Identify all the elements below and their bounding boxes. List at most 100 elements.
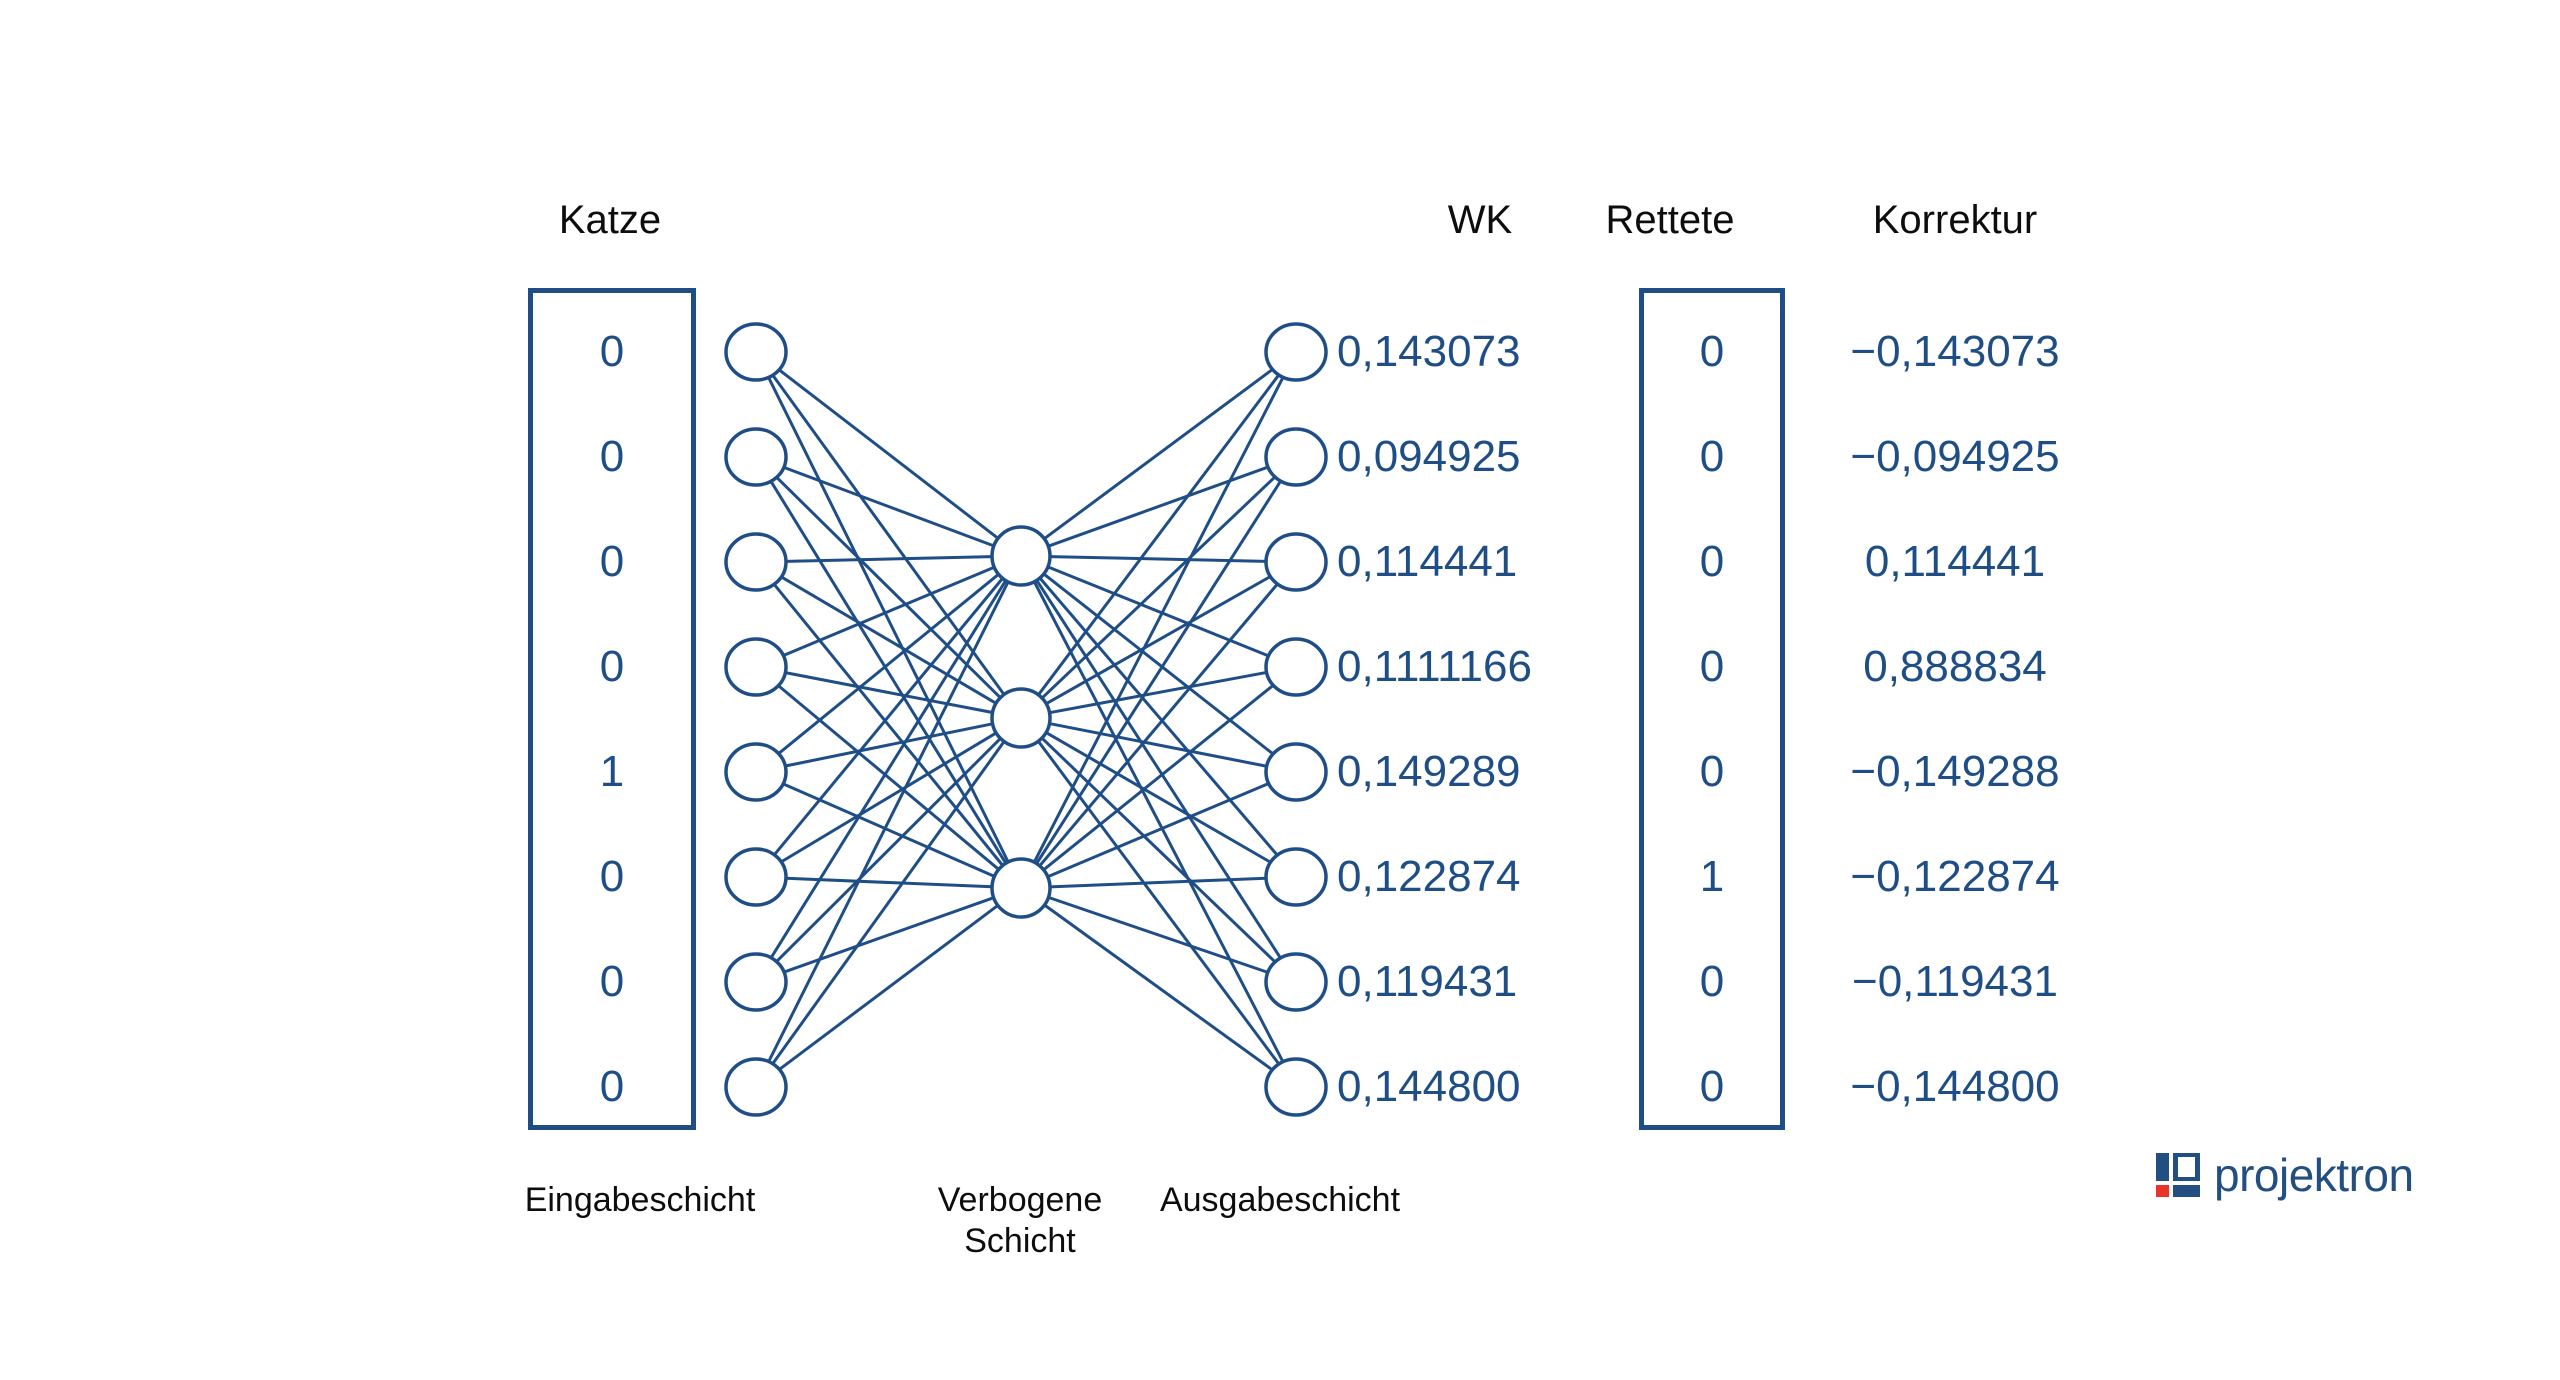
column-header-korrektur: Korrektur xyxy=(1872,198,2038,242)
output-node-6 xyxy=(1264,847,1328,907)
node-group xyxy=(724,322,1328,1117)
layer-caption-hidden: Verbogene Schicht xyxy=(937,1181,1103,1261)
connection-edge xyxy=(783,896,995,974)
connection-edge xyxy=(1035,579,1282,959)
connection-edge xyxy=(1042,572,1274,756)
korrektur-value-6: −0,122874 xyxy=(1850,852,2060,901)
input-value-5: 1 xyxy=(599,747,625,796)
wk-value-2: 0,094925 xyxy=(1337,432,1521,481)
connection-edge xyxy=(780,731,997,864)
rettete-values-box xyxy=(1639,288,1785,1130)
output-node-3 xyxy=(1264,532,1328,592)
hidden-node-1 xyxy=(990,525,1052,587)
projektron-logo-mark-icon xyxy=(2156,1153,2200,1197)
connection-edge xyxy=(785,555,993,563)
input-node-4 xyxy=(724,637,788,697)
logo-square-inner xyxy=(2178,1157,2195,1177)
input-node-7 xyxy=(724,952,788,1012)
korrektur-value-column: −0,143073 −0,094925 0,114441 0,888834 −0,149… xyxy=(1815,288,2095,1130)
input-value-8: 0 xyxy=(599,1062,625,1111)
korrektur-value-2: −0,094925 xyxy=(1850,432,2060,481)
connection-edge xyxy=(785,671,993,714)
korrektur-value-8: −0,144800 xyxy=(1850,1062,2060,1111)
connection-edge xyxy=(1049,670,1267,715)
wk-value-1: 0,143073 xyxy=(1337,327,1521,376)
input-value-7: 0 xyxy=(599,957,625,1006)
korrektur-value-3: 0,114441 xyxy=(1864,537,2046,586)
wk-value-4: 0,1111166 xyxy=(1337,642,1532,691)
rettete-value-3: 0 xyxy=(1699,537,1725,586)
wk-value-6: 0,122874 xyxy=(1337,852,1521,901)
hidden-node-3 xyxy=(990,857,1052,919)
connection-edge xyxy=(1037,374,1280,696)
logo-bar-left-icon xyxy=(2156,1153,2169,1181)
connection-edge xyxy=(777,684,1000,871)
connection-edge xyxy=(775,476,1002,699)
connection-edge xyxy=(1045,575,1272,705)
output-node-7 xyxy=(1264,952,1328,1012)
input-node-8 xyxy=(724,1057,788,1117)
connection-edge xyxy=(1038,577,1279,857)
korrektur-value-5: −0,149288 xyxy=(1850,747,2060,796)
connection-edge xyxy=(1047,565,1270,658)
rettete-value-4: 0 xyxy=(1699,642,1725,691)
logo-bar-bottom-icon xyxy=(2173,1185,2200,1197)
connection-edge xyxy=(769,480,1008,865)
connection-edge xyxy=(773,577,1004,856)
column-header-rettete: Rettete xyxy=(1605,198,1735,242)
connection-edge xyxy=(1042,684,1275,872)
input-value-6: 0 xyxy=(599,852,625,901)
output-node-2 xyxy=(1264,427,1328,487)
korrektur-value-4: 0,888834 xyxy=(1863,642,2047,691)
connection-edge xyxy=(1049,555,1267,563)
connection-edge xyxy=(1038,583,1279,867)
connection-edge xyxy=(782,782,996,878)
connection-edge xyxy=(767,581,1010,1063)
korrektur-value-7: −0,119431 xyxy=(1852,957,2058,1006)
connection-edge xyxy=(1035,480,1282,865)
output-node-5 xyxy=(1264,742,1328,802)
wk-value-8: 0,144800 xyxy=(1337,1062,1521,1111)
connection-edge xyxy=(1037,740,1281,1065)
rettete-value-7: 0 xyxy=(1699,957,1725,1006)
connection-edge xyxy=(1040,737,1277,964)
rettete-value-8: 0 xyxy=(1699,1062,1725,1111)
output-node-4 xyxy=(1264,637,1328,697)
rettete-value-5: 0 xyxy=(1699,747,1725,796)
input-value-4: 0 xyxy=(599,642,625,691)
layer-caption-input: Eingabeschicht xyxy=(524,1181,756,1219)
connection-edge xyxy=(780,575,997,705)
connection-edge xyxy=(1047,895,1269,974)
input-node-1 xyxy=(724,322,788,382)
hidden-node-2 xyxy=(990,687,1052,749)
edge-group xyxy=(767,368,1285,1072)
input-value-3: 0 xyxy=(599,537,625,586)
connection-edge xyxy=(1047,465,1269,548)
connection-edge xyxy=(1049,722,1267,768)
column-header-katze: Katze xyxy=(558,198,662,242)
korrektur-value-1: −0,143073 xyxy=(1850,327,2060,376)
input-node-2 xyxy=(724,427,788,487)
input-values-box xyxy=(528,288,696,1130)
connection-edge xyxy=(1041,475,1276,700)
connection-edge xyxy=(1047,782,1270,879)
connection-edge xyxy=(775,737,1002,963)
connection-edge xyxy=(782,565,995,657)
logo-red-square-icon xyxy=(2156,1185,2169,1197)
input-value-2: 0 xyxy=(599,432,625,481)
connection-edge xyxy=(772,583,1004,867)
output-node-1 xyxy=(1264,322,1328,382)
connection-edge xyxy=(767,376,1010,863)
connection-edge xyxy=(785,722,993,768)
column-header-wk: WK xyxy=(1447,198,1513,242)
connection-edge xyxy=(778,904,999,1071)
connection-edge xyxy=(783,465,995,548)
logo-wordmark: projektron xyxy=(2214,1149,2414,1201)
input-node-6 xyxy=(724,847,788,907)
connection-edge xyxy=(778,368,999,540)
connection-edge xyxy=(769,579,1007,959)
wk-value-3: 0,114441 xyxy=(1337,537,1518,586)
connection-edge xyxy=(777,573,1000,755)
